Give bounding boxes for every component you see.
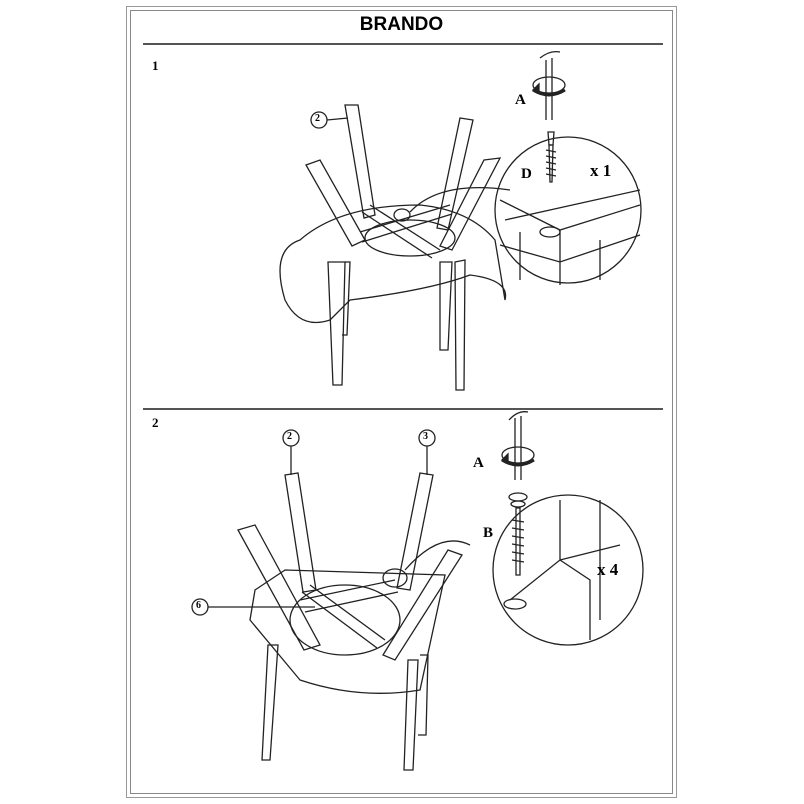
hardware-label-a: A bbox=[515, 92, 526, 108]
step-1-chair-drawing bbox=[279, 104, 511, 391]
page-frame bbox=[126, 6, 677, 798]
quantity-label: x 1 bbox=[590, 161, 612, 180]
hardware-label-b: B bbox=[483, 525, 494, 541]
bolt-b-icon bbox=[508, 492, 528, 576]
step-divider bbox=[143, 408, 663, 410]
part-callout-6: 6 bbox=[196, 600, 201, 611]
product-title: BRANDO bbox=[359, 14, 444, 35]
quantity-label: x 4 bbox=[597, 560, 619, 579]
step-2-number: 2 bbox=[152, 415, 159, 430]
part-callout-3: 3 bbox=[423, 431, 428, 442]
step-2-detail-circle bbox=[492, 494, 644, 646]
header-divider bbox=[143, 43, 663, 45]
step-1-number: 1 bbox=[152, 58, 159, 73]
step-2-chair-drawing bbox=[237, 472, 471, 771]
screw-d-icon bbox=[545, 131, 557, 183]
part-callout-2: 2 bbox=[287, 431, 292, 442]
page-frame-inner bbox=[130, 10, 673, 794]
hardware-label-a: A bbox=[473, 455, 484, 471]
step-1-detail-circle bbox=[494, 136, 642, 285]
allen-key-rotate-icon bbox=[500, 411, 535, 480]
hardware-label-d: D bbox=[521, 166, 532, 182]
allen-key-rotate-icon bbox=[531, 50, 566, 120]
part-callout-2: 2 bbox=[315, 113, 320, 124]
